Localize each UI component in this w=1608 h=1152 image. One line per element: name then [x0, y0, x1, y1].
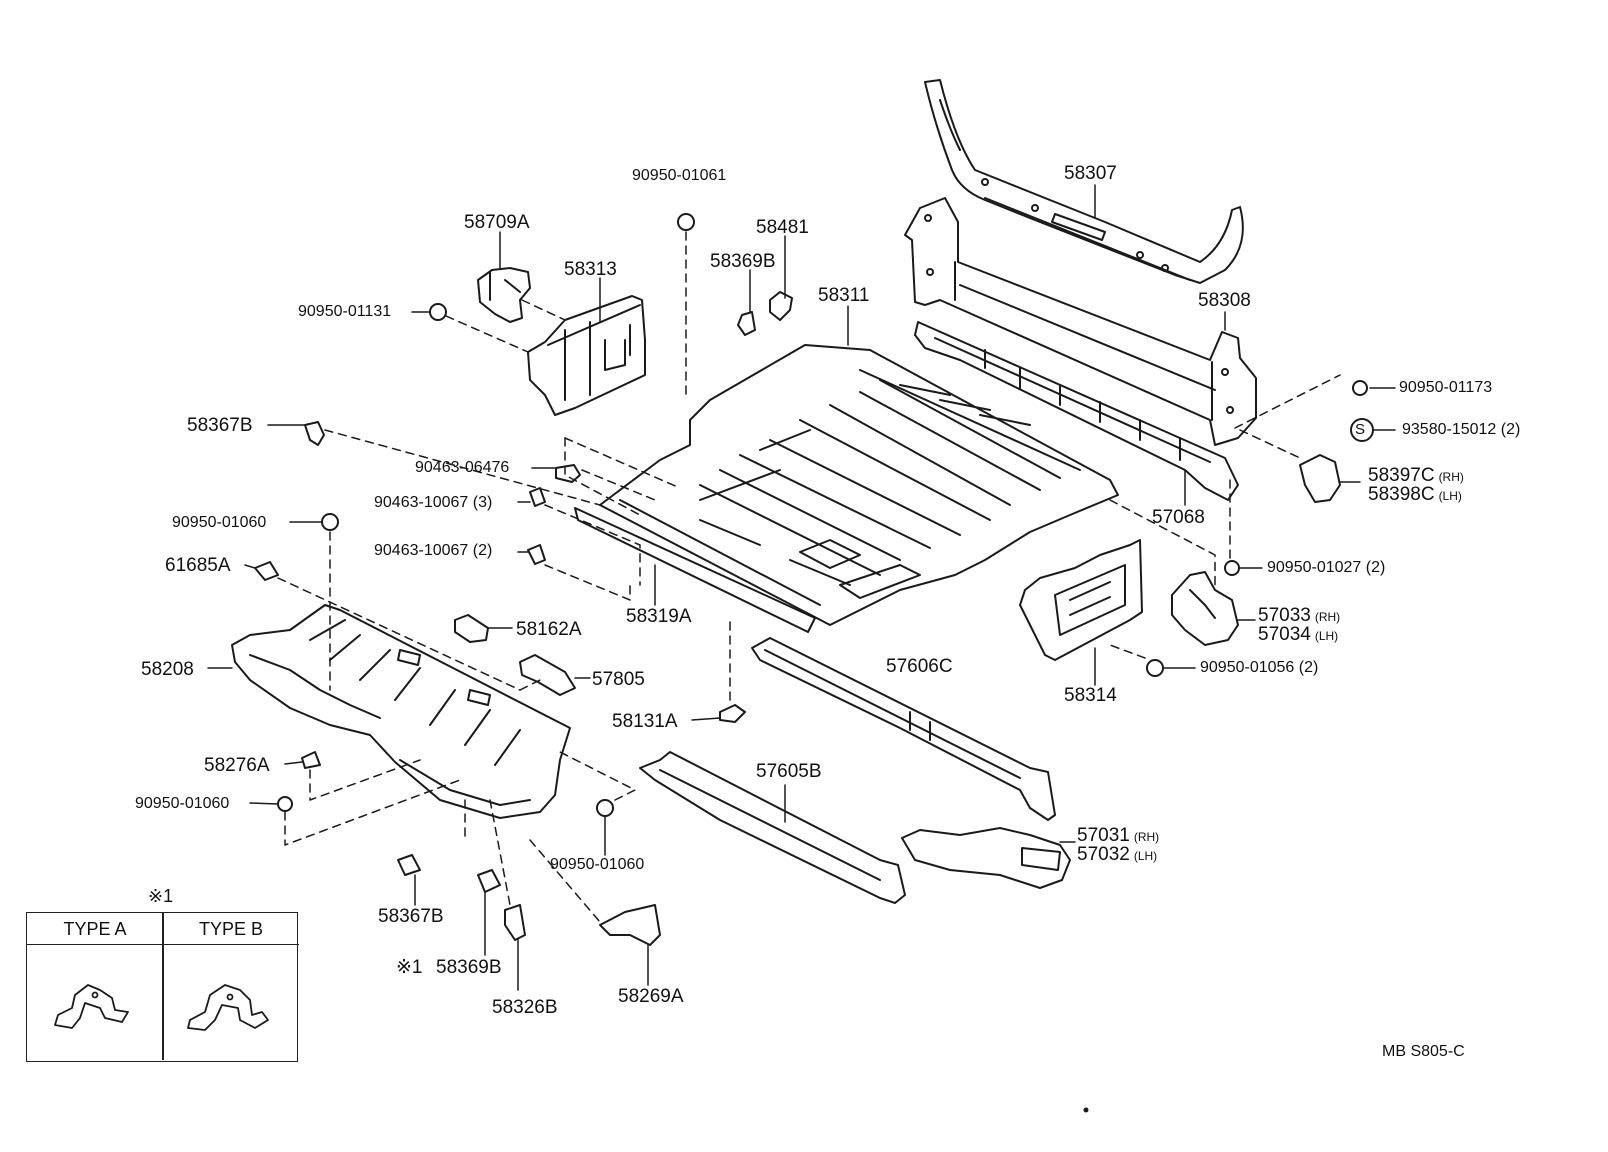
- part-58319A-outline: [574, 507, 816, 633]
- part-58367B-top-outline: [304, 421, 325, 446]
- part-58208-outline: [231, 604, 571, 819]
- label-57032: 57032(LH): [1077, 844, 1158, 865]
- type-brackets: [54, 984, 269, 1031]
- part-58397C-outline: [1299, 454, 1341, 503]
- label-90463-06476: 90463-06476: [415, 459, 510, 476]
- label-90950-01173: 90950-01173: [1399, 379, 1493, 396]
- small-parts-top: [737, 291, 793, 336]
- part-58313-outline: [527, 295, 646, 416]
- label-58367B-bottom: 58367B: [378, 906, 444, 927]
- label-58397C: 58397C(RH): [1368, 465, 1464, 486]
- label-90950-01060-c: 90950-01060: [550, 856, 645, 873]
- label-58269A: 58269A: [618, 986, 684, 1007]
- label-57034: 57034(LH): [1258, 624, 1339, 645]
- label-58319A: 58319A: [626, 606, 692, 627]
- label-57606C: 57606C: [886, 656, 953, 677]
- label-90950-01060-b: 90950-01060: [135, 795, 230, 812]
- label-90950-01027: 90950-01027 (2): [1267, 559, 1386, 576]
- label-58314: 58314: [1064, 685, 1117, 706]
- label-58162A: 58162A: [516, 619, 582, 640]
- part-58314-outline: [1019, 539, 1143, 661]
- label-58326B: 58326B: [492, 997, 558, 1018]
- part-57033-outline: [1171, 571, 1239, 646]
- label-90463-10067-2: 90463-10067 (2): [374, 542, 493, 559]
- label-58369B-top: 58369B: [710, 251, 776, 272]
- type-a-header: TYPE A: [27, 913, 163, 945]
- leader-lines: [207, 184, 1396, 991]
- type-table: TYPE A TYPE B: [26, 912, 299, 1062]
- label-61685A: 61685A: [165, 555, 231, 576]
- dashed-assembly-lines: [277, 231, 1341, 923]
- label-58398C: 58398C(LH): [1368, 484, 1462, 505]
- label-58369B-bottom: 58369B: [436, 957, 502, 978]
- part-58709A-outline: [477, 267, 531, 323]
- type-table-divider: [162, 913, 164, 1060]
- label-57605B: 57605B: [756, 761, 822, 782]
- label-58311: 58311: [818, 285, 870, 306]
- s-mark: S: [1355, 421, 1366, 438]
- drawing-code: MB S805-C: [1382, 1043, 1465, 1060]
- part-57605B-outline: [639, 751, 906, 904]
- part-57805-outline: [519, 654, 576, 696]
- part-58307-outline: [924, 79, 1244, 284]
- label-58313: 58313: [564, 259, 617, 280]
- part-58162A-outline: [454, 614, 489, 643]
- part-57606C-outline: [751, 637, 1056, 821]
- label-58367B-top: 58367B: [187, 415, 253, 436]
- label-58208: 58208: [141, 659, 194, 680]
- label-58276A: 58276A: [204, 755, 270, 776]
- label-58308: 58308: [1198, 290, 1251, 311]
- part-57031-outline: [901, 827, 1071, 889]
- fasteners: [254, 213, 1374, 946]
- label-90463-10067-3: 90463-10067 (3): [374, 494, 493, 511]
- note-mark-box: ※1: [148, 886, 174, 906]
- note-mark-label: ※1: [396, 957, 423, 978]
- part-58308-outline: [904, 197, 1257, 446]
- label-90950-01060-a: 90950-01060: [172, 514, 267, 531]
- label-90950-01061: 90950-01061: [632, 167, 727, 184]
- label-57031: 57031(RH): [1077, 825, 1160, 846]
- label-57068: 57068: [1152, 507, 1205, 528]
- label-58307: 58307: [1064, 163, 1117, 184]
- type-b-header: TYPE B: [163, 913, 299, 945]
- part-58311-outline: [599, 344, 1119, 626]
- label-57033: 57033(RH): [1258, 605, 1341, 626]
- label-93580-15012: 93580-15012 (2): [1402, 421, 1521, 438]
- label-58481: 58481: [756, 217, 809, 238]
- label-58709A: 58709A: [464, 212, 530, 233]
- label-90950-01056: 90950-01056 (2): [1200, 659, 1319, 676]
- label-90950-01131: 90950-01131: [298, 303, 392, 320]
- stray-dot: [1083, 1107, 1089, 1113]
- label-57805: 57805: [592, 669, 645, 690]
- label-58131A: 58131A: [612, 711, 678, 732]
- part-57068-outline: [914, 321, 1239, 501]
